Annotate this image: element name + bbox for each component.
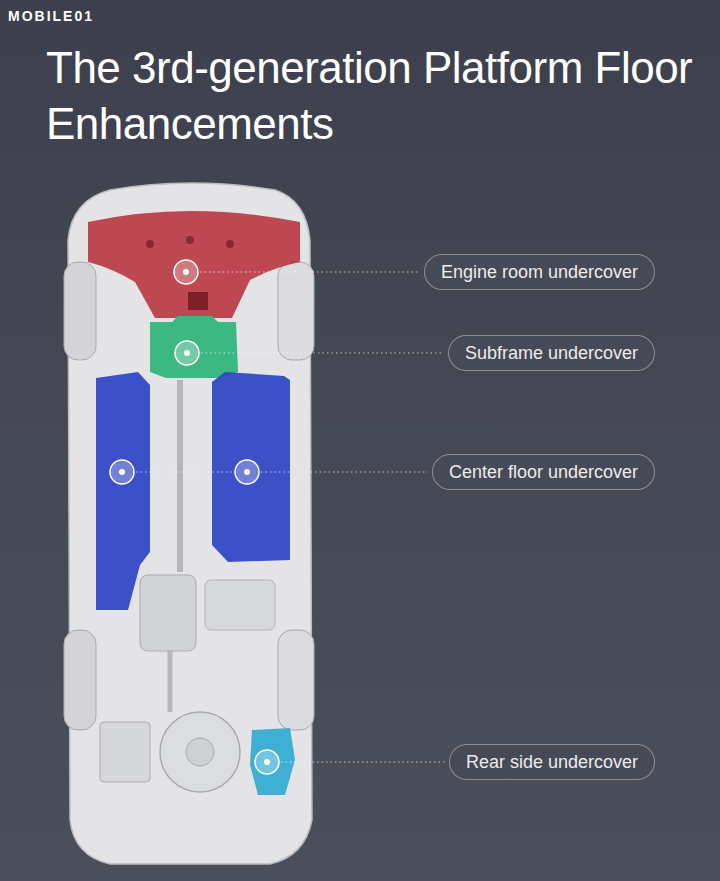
callout-text: Engine room undercover (441, 262, 638, 282)
callout-text: Subframe undercover (465, 343, 638, 363)
callout-pill: Rear side undercover (449, 744, 655, 780)
leader-line (136, 471, 233, 472)
callout-pill: Center floor undercover (432, 454, 655, 490)
page-title: The 3rd-generation Platform Floor Enhanc… (46, 40, 696, 152)
callout-pill: Subframe undercover (448, 335, 655, 371)
callout-text: Rear side undercover (466, 752, 638, 772)
callout-pill: Engine room undercover (424, 254, 655, 290)
watermark: MOBILE01 (8, 8, 94, 24)
leader-line (261, 471, 428, 472)
leader-line (281, 761, 445, 762)
leader-line (201, 352, 444, 353)
callout-text: Center floor undercover (449, 462, 638, 482)
leader-line (200, 271, 420, 272)
